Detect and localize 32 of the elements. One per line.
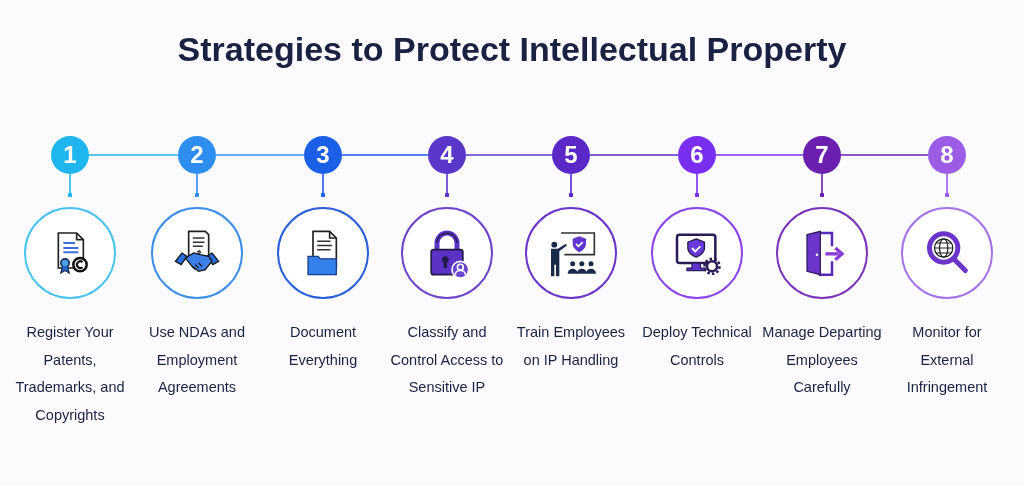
connector-line: [944, 173, 950, 198]
step-label: Use NDAs and Employment Agreements: [148, 323, 246, 397]
step-label: Monitor for External Infringement: [905, 323, 989, 397]
connector-line: [194, 173, 200, 198]
step-label: Classify and Control Access to Sensitive IP: [389, 323, 505, 397]
step-number: 8: [928, 136, 966, 174]
step-label: Deploy Technical Controls: [641, 323, 753, 370]
step-number: 7: [803, 136, 841, 174]
step-number: 2: [178, 136, 216, 174]
connector-line: [715, 154, 804, 156]
step-label: Document Everything: [287, 323, 359, 370]
connector-line: [568, 173, 574, 198]
connector-line: [694, 173, 700, 198]
step-label: Manage Departing Employees Carefully: [761, 323, 883, 397]
connector-line: [341, 154, 429, 156]
connector-line: [444, 173, 450, 198]
step-label: Train Employees on IP Handling: [515, 323, 627, 370]
step-number: 4: [428, 136, 466, 174]
step-number: 1: [51, 136, 89, 174]
step-number: 5: [552, 136, 590, 174]
connector-line: [88, 154, 179, 156]
step-number: 3: [304, 136, 342, 174]
connector-line: [215, 154, 305, 156]
connector-line: [819, 173, 825, 198]
connector-line: [840, 154, 929, 156]
connector-line: [465, 154, 553, 156]
connector-line: [67, 173, 73, 198]
step-number: 6: [678, 136, 716, 174]
connector-line: [589, 154, 679, 156]
connector-line: [320, 173, 326, 198]
step-label: Register Your Patents, Trademarks, and Copyrights: [14, 323, 126, 425]
title: Strategies to Protect Intellectual Property: [176, 30, 848, 69]
